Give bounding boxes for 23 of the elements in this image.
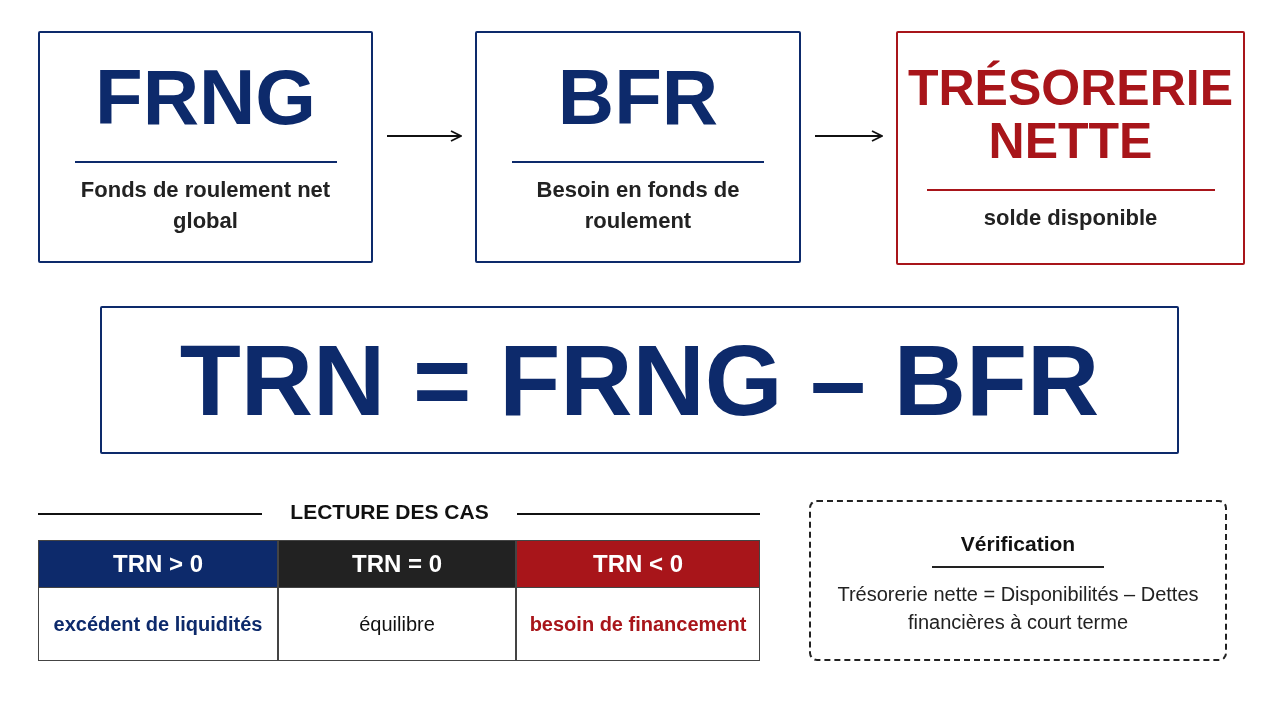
box-subtitle: Fonds de roulement net global bbox=[79, 176, 332, 235]
table-header-cell: TRN > 0 bbox=[38, 540, 278, 588]
table-header-cell: TRN < 0 bbox=[516, 540, 760, 588]
formula-note: Trésorerie nette = Disponibilités – Dettes financières à court terme bbox=[836, 581, 1200, 635]
box-title: Vérification bbox=[960, 533, 1076, 556]
formula-text: TRN = FRNG – BFR bbox=[179, 327, 1100, 433]
table-header-cell: TRN = 0 bbox=[278, 540, 516, 588]
concept-box bbox=[38, 31, 373, 263]
table-cell: équilibre bbox=[278, 588, 516, 661]
result-box bbox=[896, 31, 1245, 265]
box-subtitle: Besoin en fonds de roulement bbox=[535, 176, 741, 235]
box-subtitle: solde disponible bbox=[983, 204, 1158, 233]
table-cell: besoin de financement bbox=[516, 588, 760, 661]
note-box bbox=[809, 500, 1227, 661]
box-title: FRNG bbox=[95, 57, 316, 140]
concept-box bbox=[475, 31, 801, 263]
arrow bbox=[386, 130, 462, 142]
table-cell: excédent de liquidités bbox=[38, 588, 278, 661]
formula-box bbox=[100, 306, 1179, 454]
box-title: BFR bbox=[557, 57, 719, 140]
box-title: TRÉSORERIE NETTE bbox=[906, 62, 1235, 168]
section-heading: LECTURE DES CAS bbox=[289, 500, 490, 524]
arrow bbox=[814, 130, 883, 142]
